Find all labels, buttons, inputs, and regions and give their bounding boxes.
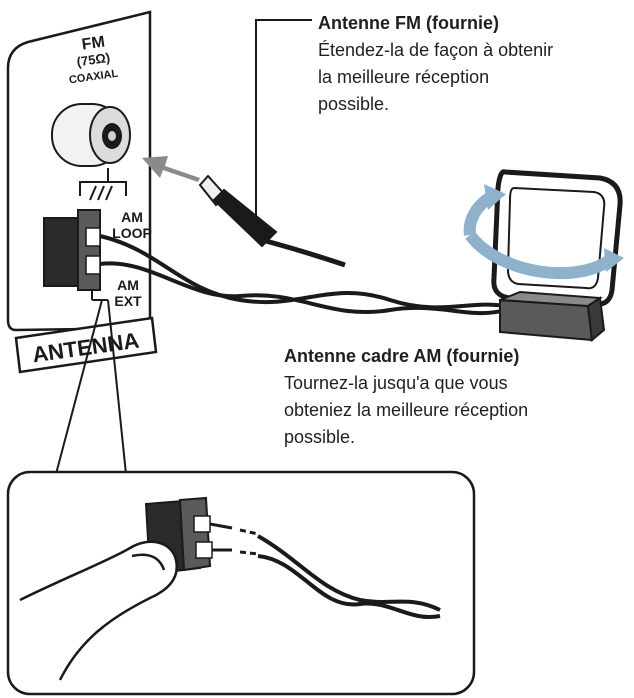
am-terminal-block (43, 209, 108, 301)
fm-impedance-label: (75Ω) (76, 50, 111, 70)
zoom-leader-lines (55, 299, 127, 475)
insert-arrow (142, 156, 200, 182)
fm-callout-line-3: possible. (318, 94, 390, 114)
fm-callout-title: Antenne FM (fournie) (318, 13, 499, 33)
inset-terminal-block (144, 496, 213, 576)
am-loop-label: AM (121, 209, 143, 225)
am-ext-label: AM (117, 277, 139, 293)
am-callout-title: Antenne cadre AM (fournie) (284, 346, 520, 366)
am-callout-line-1: Tournez-la jusqu'a que vous (284, 373, 508, 393)
ground-symbol-icon (79, 168, 127, 201)
am-loop-antenna (491, 169, 623, 342)
antenna-label-plate: ANTENNA (14, 316, 158, 374)
am-callout-line-3: possible. (284, 427, 356, 447)
am-ext-label-2: EXT (114, 293, 142, 309)
fm-label: FM (81, 34, 106, 54)
fm-callout-line-1: Étendez-la de façon à obtenir (318, 40, 554, 60)
inset-twisted-wire (257, 534, 441, 620)
am-antenna-callout: Antenne cadre AM (fournie) Tournez-la ju… (284, 343, 629, 451)
fm-coaxial-socket (51, 103, 131, 167)
inset-detail-box (6, 470, 476, 696)
am-callout-line-2: obteniez la meilleure réception (284, 400, 529, 420)
rotation-arrow-icon (463, 184, 624, 280)
am-loop-label-2: LOOP (112, 225, 152, 241)
fm-callout-line-2: la meilleure réception (318, 67, 490, 87)
fm-antenna-plug (198, 174, 346, 268)
fm-callout-leader (255, 19, 312, 216)
inset-wire-ends (209, 522, 259, 556)
am-twisted-wire (99, 234, 506, 316)
inset-finger (19, 540, 179, 681)
fm-antenna-callout: Antenne FM (fournie) Étendez-la de façon… (318, 10, 630, 118)
